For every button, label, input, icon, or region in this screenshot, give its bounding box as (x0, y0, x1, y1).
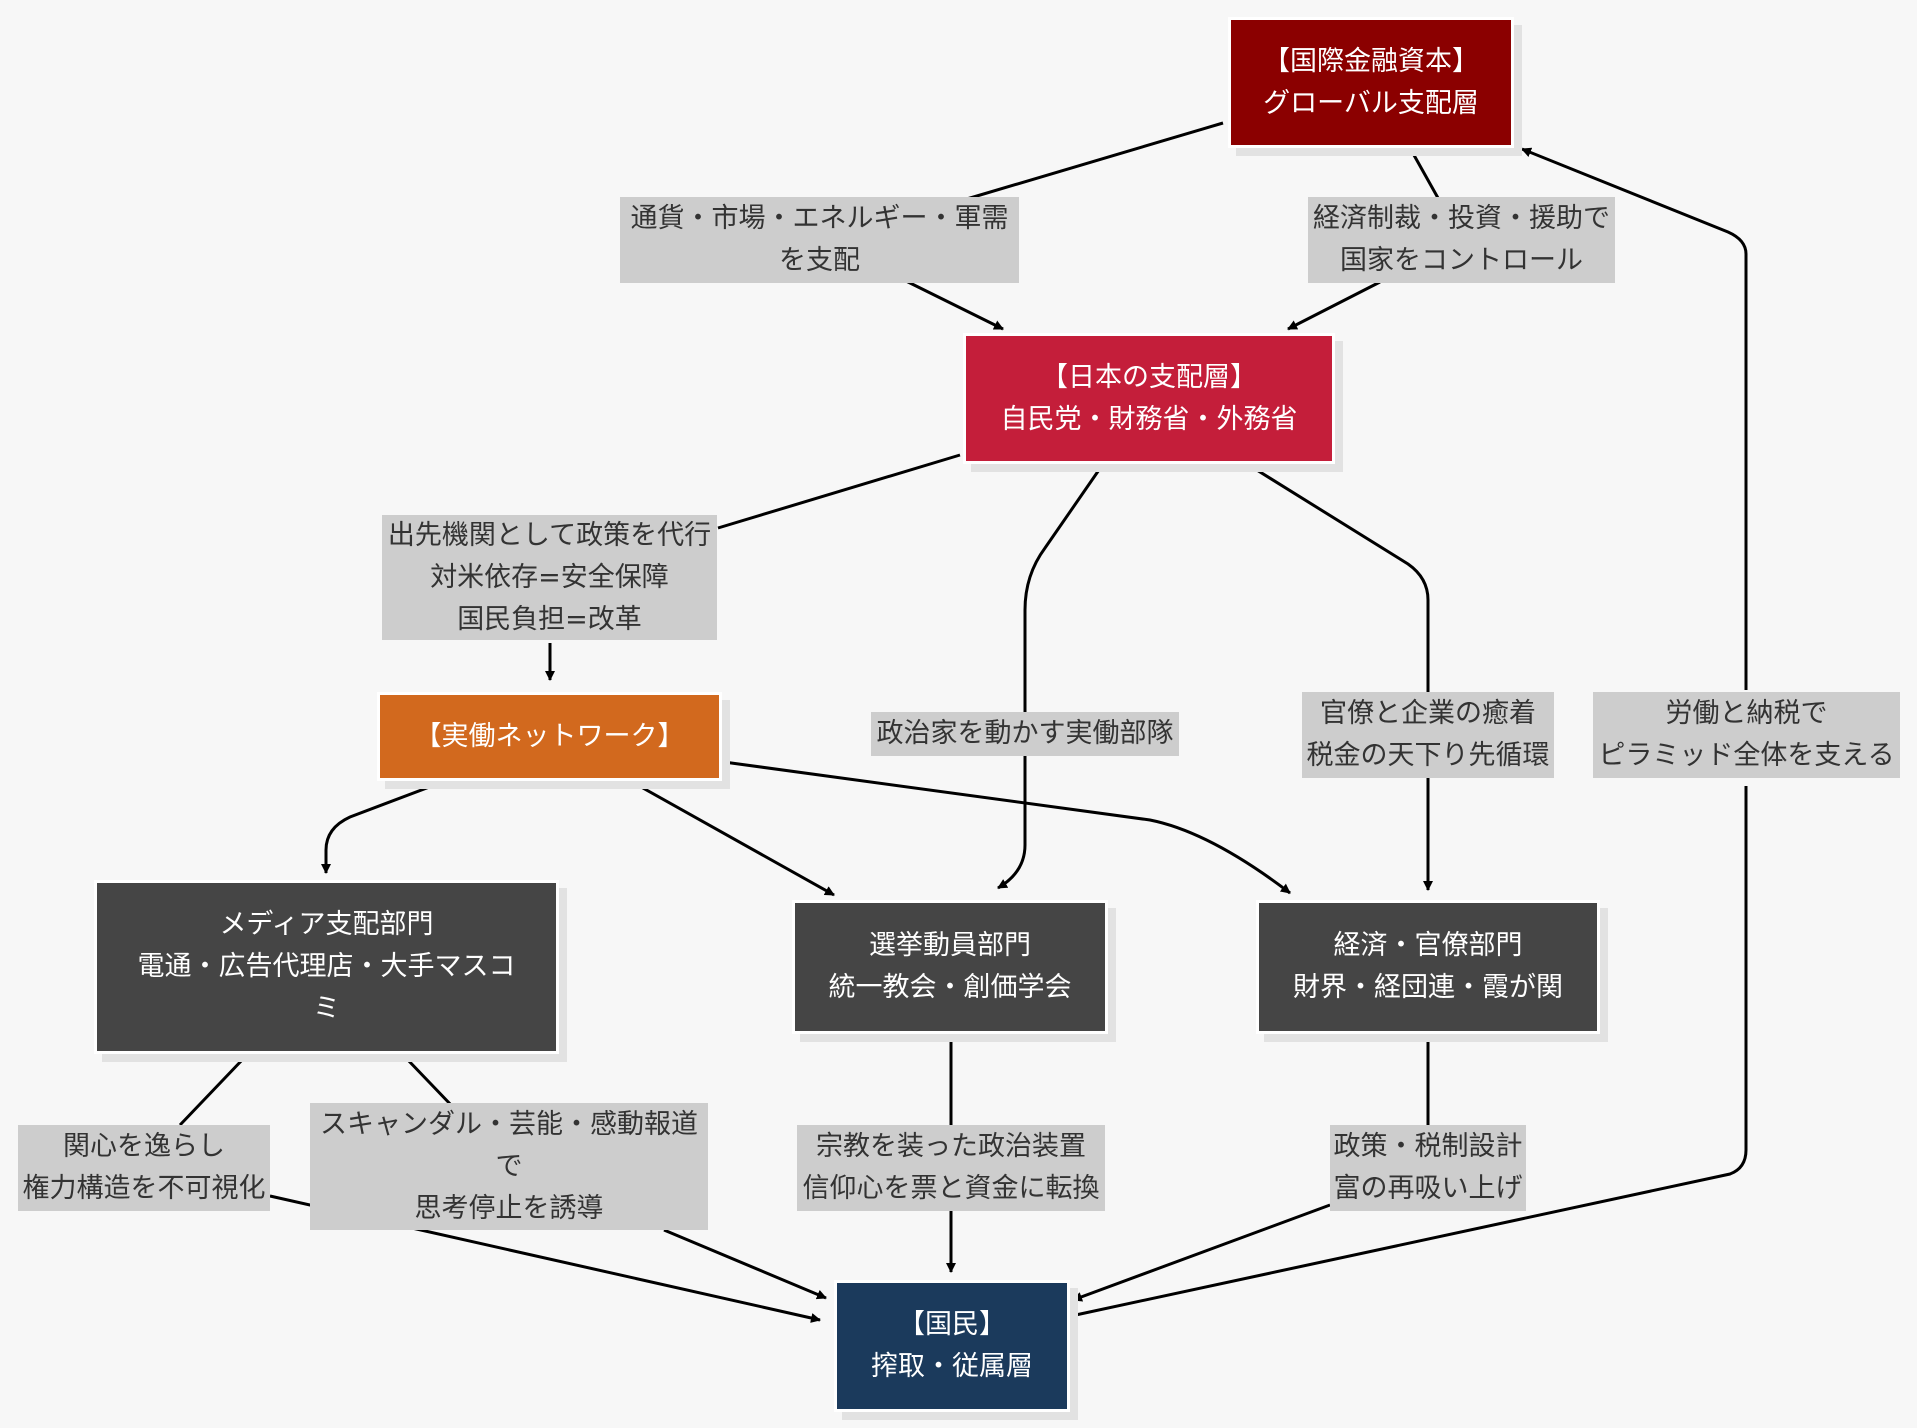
node-economy-title: 経済・官僚部門 (1333, 930, 1523, 961)
edge-japan-to-economy (1251, 465, 1433, 891)
node-citizens-subtitle: 搾取・従属層 (871, 1351, 1033, 1382)
edge-label-global-japan-left: 通貨・市場・エネルギー・軍需 を支配 (620, 197, 1019, 283)
edge-label-japan-network: 出先機関として政策を代行 対米依存=安全保障 国民負担=改革 (382, 515, 717, 640)
edge-label-line: 対米依存=安全保障 (430, 561, 669, 593)
node-election-title: 選挙動員部門 (869, 930, 1031, 961)
edge-label-line: 思考停止を誘導 (414, 1192, 604, 1224)
node-network-title: 【実働ネットワーク】 (414, 720, 685, 752)
edge-citizens-to-global (1070, 149, 1748, 1318)
edge-label-line: 富の再吸い上げ (1333, 1173, 1523, 1204)
edge-network-to-election (633, 781, 835, 897)
edge-label-economy-citizens: 政策・税制設計 富の再吸い上げ (1330, 1125, 1526, 1211)
node-citizens[interactable]: 【国民】 搾取・従属層 (834, 1280, 1070, 1412)
edge-japan-to-election (997, 466, 1103, 890)
edge-label-global-japan-right: 経済制裁・投資・援助で 国家をコントロール (1308, 197, 1615, 283)
edge-label-line: 出先機関として政策を代行 (387, 519, 712, 551)
node-election[interactable]: 選挙動員部門 統一教会・創価学会 (792, 900, 1108, 1034)
edge-label-citizens-global: 労働と納税で ピラミッド全体を支える (1593, 692, 1900, 778)
edge-network-to-media (321, 781, 441, 874)
node-economy[interactable]: 経済・官僚部門 財界・経団連・霞が関 (1256, 900, 1600, 1034)
edge-label-line: スキャンダル・芸能・感動報道 (320, 1108, 698, 1140)
edge-label-election-citizens: 宗教を装った政治装置 信仰心を票と資金に転換 (797, 1125, 1105, 1211)
edge-network-to-economy (723, 760, 1291, 895)
edge-label-line: 政治家を動かす実働部隊 (876, 718, 1174, 749)
edge-label-line: 信仰心を票と資金に転換 (802, 1173, 1100, 1204)
node-japan-title: 【日本の支配層】 (1041, 361, 1257, 393)
edge-label-line: 国民負担=改革 (457, 603, 642, 635)
edge-label-line: 宗教を装った政治装置 (816, 1131, 1086, 1162)
edge-label-japan-election: 政治家を動かす実働部隊 (871, 712, 1179, 756)
edge-media-to-citizens-right (404, 1056, 826, 1298)
edge-label-line: ピラミッド全体を支える (1598, 740, 1895, 771)
edge-economy-to-citizens (1073, 1038, 1430, 1300)
edge-label-line: 権力構造を不可視化 (22, 1173, 266, 1204)
edge-label-line: で (495, 1150, 523, 1182)
node-global-subtitle: グローバル支配層 (1263, 87, 1479, 119)
edge-label-japan-economy: 官僚と企業の癒着 税金の天下り先循環 (1302, 692, 1554, 778)
node-media-subtitle-wrap: ミ (313, 993, 340, 1024)
edge-label-line: 国家をコントロール (1340, 245, 1583, 276)
edge-label-line: を支配 (779, 245, 860, 276)
node-japan-subtitle: 自民党・財務省・外務省 (1000, 403, 1298, 435)
node-media[interactable]: メディア支配部門 電通・広告代理店・大手マスコ ミ (94, 880, 559, 1054)
node-media-title: メディア支配部門 (219, 909, 434, 940)
edge-label-line: 税金の天下り先循環 (1306, 740, 1550, 771)
edge-label-line: 関心を逸らし (63, 1131, 225, 1162)
edge-label-line: 労働と納税で (1665, 698, 1828, 729)
node-network[interactable]: 【実働ネットワーク】 (377, 692, 722, 781)
node-global-title: 【国際金融資本】 (1263, 45, 1479, 77)
edge-label-media-citizens-left: 関心を逸らし 権力構造を不可視化 (18, 1125, 270, 1211)
node-citizens-title: 【国民】 (898, 1309, 1006, 1340)
edge-label-line: 政策・税制設計 (1333, 1131, 1523, 1162)
node-media-subtitle: 電通・広告代理店・大手マスコ (137, 951, 516, 982)
node-election-subtitle: 統一教会・創価学会 (828, 972, 1072, 1003)
edge-label-media-citizens-right: スキャンダル・芸能・感動報道 で 思考停止を誘導 (310, 1103, 708, 1230)
node-economy-subtitle: 財界・経団連・霞が関 (1293, 972, 1563, 1003)
edge-label-line: 通貨・市場・エネルギー・軍需 (630, 203, 1009, 234)
node-japan-ruling[interactable]: 【日本の支配層】 自民党・財務省・外務省 (963, 333, 1335, 464)
edge-global-to-japan-right (1288, 147, 1440, 329)
edge-global-to-japan-left (905, 121, 1224, 329)
edge-label-line: 官僚と企業の癒着 (1320, 698, 1536, 729)
edge-japan-to-network (550, 453, 961, 680)
edge-label-line: 経済制裁・投資・援助で (1313, 203, 1610, 234)
node-global-finance[interactable]: 【国際金融資本】 グローバル支配層 (1228, 17, 1514, 148)
